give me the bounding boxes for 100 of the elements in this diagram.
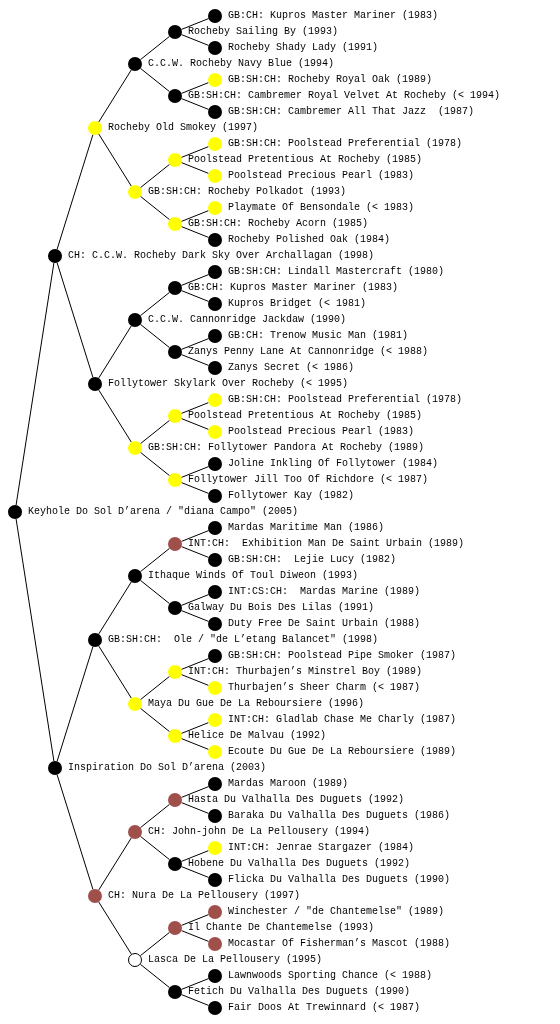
connector-line [181, 418, 209, 430]
dog-name-label: Baraka Du Valhalla Des Duguets (1986) [228, 809, 451, 823]
dog-name-label: Lasca De La Pellousery (1995) [148, 953, 323, 967]
connector-line [181, 146, 209, 158]
connector-line [139, 707, 171, 733]
connector-line [98, 837, 132, 891]
connector-line [181, 338, 209, 350]
connector-line [181, 82, 209, 94]
dog-name-label: Zanys Secret (< 1986) [228, 361, 355, 375]
dog-name-label: GB:SH:CH: Rocheby Polkadot (1993) [148, 185, 347, 199]
dog-name-label: INT:CH: Gladlab Chase Me Charly (1987) [228, 713, 457, 727]
dog-name-label: Poolstead Pretentious At Rocheby (1985) [188, 409, 423, 423]
connector-line [56, 134, 94, 250]
connector-line [56, 646, 94, 762]
dog-name-label: Galway Du Bois Des Lilas (1991) [188, 601, 375, 615]
dog-name-label: GB:SH:CH: Ole / "de L’etang Balancet" (1998) [108, 633, 379, 647]
connector-line [181, 18, 209, 30]
connector-line [56, 262, 94, 378]
connector-line [139, 675, 171, 701]
dog-name-label: Ecoute Du Gue De La Reboursiere (1989) [228, 745, 457, 759]
connector-line [181, 98, 209, 110]
connector-line [139, 803, 171, 829]
connector-line [98, 325, 132, 379]
connector-line [139, 547, 171, 573]
dog-name-label: Inspiration Do Sol D’arena (2003) [68, 761, 267, 775]
dog-name-label: Rocheby Old Smokey (1997) [108, 121, 259, 135]
dog-name-label: Keyhole Do Sol D’arena / "diana Campo" (2005) [28, 505, 299, 519]
connector-line [181, 402, 209, 414]
connector-line [98, 645, 132, 699]
dog-name-label: GB:SH:CH: Poolstead Preferential (1978) [228, 137, 463, 151]
connector-line [181, 162, 209, 174]
dog-name-label: Lawnwoods Sporting Chance (< 1988) [228, 969, 433, 983]
dog-name-label: Fetich Du Valhalla Des Duguets (1990) [188, 985, 411, 999]
dog-name-label: GB:SH:CH: Rocheby Royal Oak (1989) [228, 73, 433, 87]
dog-name-label: GB:CH: Kupros Master Mariner (1983) [188, 281, 399, 295]
dog-name-label: Duty Free De Saint Urbain (1988) [228, 617, 421, 631]
connector-line [181, 546, 209, 558]
dog-name-label: Poolstead Pretentious At Rocheby (1985) [188, 153, 423, 167]
connector-line [181, 674, 209, 686]
dog-name-label: Follytower Skylark Over Rocheby (< 1995) [108, 377, 349, 391]
dog-name-label: Playmate Of Bensondale (< 1983) [228, 201, 415, 215]
dog-name-label: GB:SH:CH: Lejie Lucy (1982) [228, 553, 397, 567]
connector-line [181, 530, 209, 542]
dog-name-label: GB:SH:CH: Rocheby Acorn (1985) [188, 217, 369, 231]
connector-line [181, 930, 209, 942]
dog-name-label: GB:SH:CH: Poolstead Preferential (1978) [228, 393, 463, 407]
dog-name-label: Mocastar Of Fisherman’s Mascot (1988) [228, 937, 451, 951]
connector-line [181, 354, 209, 366]
dog-name-label: GB:SH:CH: Poolstead Pipe Smoker (1987) [228, 649, 457, 663]
dog-name-label: Hasta Du Valhalla Des Duguets (1992) [188, 793, 405, 807]
connector-line [139, 35, 171, 61]
connector-line [181, 482, 209, 494]
dog-name-label: Fair Doos At Trewinnard (< 1987) [228, 1001, 421, 1015]
connector-line [181, 658, 209, 670]
dog-name-label: Hobene Du Valhalla Des Duguets (1992) [188, 857, 411, 871]
connector-line [139, 579, 171, 605]
connector-line [181, 994, 209, 1006]
dog-name-label: GB:SH:CH: Lindall Mastercraft (1980) [228, 265, 445, 279]
connector-line [56, 774, 94, 890]
connector-line [98, 69, 132, 123]
connector-line [139, 323, 171, 349]
dog-name-label: Follytower Jill Too Of Richdore (< 1987) [188, 473, 429, 487]
dog-name-label: INT:CS:CH: Mardas Marine (1989) [228, 585, 421, 599]
dog-name-label: Poolstead Precious Pearl (1983) [228, 425, 415, 439]
dog-name-label: Poolstead Precious Pearl (1983) [228, 169, 415, 183]
connector-line [98, 901, 132, 955]
dog-name-label: Kupros Bridget (< 1981) [228, 297, 367, 311]
connector-line [139, 419, 171, 445]
dog-name-label: CH: John-john De La Pellousery (1994) [148, 825, 371, 839]
dog-name-label: INT:CH: Exhibition Man De Saint Urbain (1989) [188, 537, 465, 551]
dog-name-label: Il Chante De Chantemelse (1993) [188, 921, 375, 935]
connector-line [181, 866, 209, 878]
dog-name-label: Helice De Malvau (1992) [188, 729, 327, 743]
dog-name-label: CH: Nura De La Pellousery (1997) [108, 889, 301, 903]
dog-name-label: C.C.W. Rocheby Navy Blue (1994) [148, 57, 335, 71]
dog-name-label: Flicka Du Valhalla Des Duguets (1990) [228, 873, 451, 887]
connector-line [181, 226, 209, 238]
dog-name-label: GB:CH: Kupros Master Mariner (1983) [228, 9, 439, 23]
dog-name-label: Ithaque Winds Of Toul Diweon (1993) [148, 569, 359, 583]
dog-name-label: Rocheby Polished Oak (1984) [228, 233, 391, 247]
connector-line [181, 610, 209, 622]
dog-name-label: C.C.W. Cannonridge Jackdaw (1990) [148, 313, 347, 327]
dog-name-label: Joline Inkling Of Follytower (1984) [228, 457, 439, 471]
dog-name-label: Zanys Penny Lane At Cannonridge (< 1988) [188, 345, 429, 359]
dog-name-label: Thurbajen’s Sheer Charm (< 1987) [228, 681, 421, 695]
dog-name-label: Rocheby Sailing By (1993) [188, 25, 339, 39]
connector-line [139, 163, 171, 189]
dog-name-label: GB:SH:CH: Follytower Pandora At Rocheby (1989) [148, 441, 425, 455]
dog-name-label: Maya Du Gue De La Reboursiere (1996) [148, 697, 365, 711]
connector-line [139, 195, 171, 221]
connector-line [139, 67, 171, 93]
dog-name-label: Follytower Kay (1982) [228, 489, 355, 503]
dog-name-label: Rocheby Shady Lady (1991) [228, 41, 379, 55]
dog-name-label: INT:CH: Jenrae Stargazer (1984) [228, 841, 415, 855]
connector-line [181, 594, 209, 606]
dog-name-label: Winchester / "de Chantemelse" (1989) [228, 905, 445, 919]
connector-line [181, 802, 209, 814]
connector-line [181, 850, 209, 862]
connector-line [139, 963, 171, 989]
dog-name-label: CH: C.C.W. Rocheby Dark Sky Over Archallagan (1998) [68, 249, 375, 263]
